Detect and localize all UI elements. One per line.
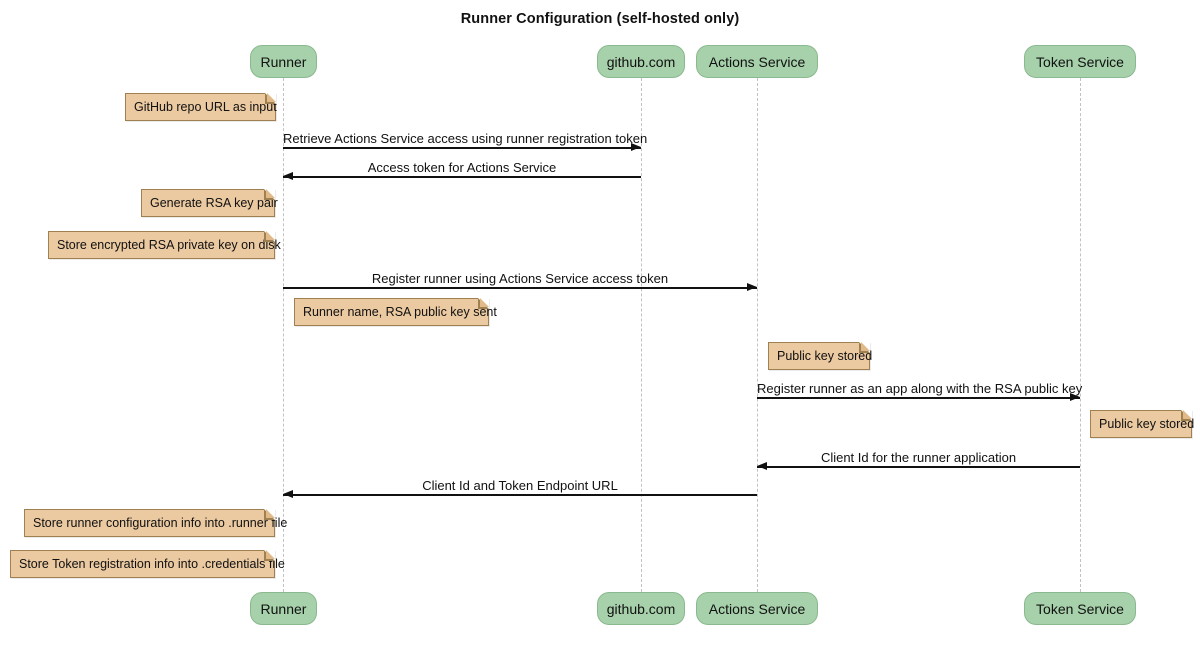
arrowhead-icon [1070, 393, 1080, 401]
participant-runner-bottom: Runner [250, 592, 317, 625]
message-label: Client Id and Token Endpoint URL [422, 478, 618, 493]
message-line [283, 176, 641, 178]
note-text: Public key stored [777, 349, 873, 363]
participant-github-bottom: github.com [597, 592, 685, 625]
lifeline-actions-service [757, 78, 758, 592]
note-store-private-key: Store encrypted RSA private key on disk [48, 231, 281, 259]
note-store-runner-file: Store runner configuration info into .ru… [24, 509, 287, 537]
note-store-credentials-file: Store Token registration info into .cred… [10, 550, 285, 578]
arrowhead-icon [757, 462, 767, 470]
note-public-key-stored-token: Public key stored [1090, 410, 1195, 438]
note-text: Public key stored [1099, 417, 1195, 431]
message-line [283, 494, 757, 496]
lifeline-github [641, 78, 642, 592]
arrowhead-icon [283, 172, 293, 180]
note-text: Runner name, RSA public key sent [303, 305, 497, 319]
participant-github-top: github.com [597, 45, 685, 78]
message-label: Client Id for the runner application [820, 450, 1017, 465]
participant-actions-service-bottom: Actions Service [696, 592, 818, 625]
message-line [757, 397, 1080, 399]
message-line [283, 287, 757, 289]
participant-token-service-bottom: Token Service [1024, 592, 1136, 625]
note-github-repo-url: GitHub repo URL as input [125, 93, 277, 121]
note-text: Store encrypted RSA private key on disk [57, 238, 281, 252]
note-text: Store runner configuration info into .ru… [33, 516, 288, 530]
participant-token-service-top: Token Service [1024, 45, 1136, 78]
arrowhead-icon [747, 283, 757, 291]
message-label: Retrieve Actions Service access using ru… [283, 131, 648, 146]
lifeline-runner [283, 78, 284, 592]
message-label: Access token for Actions Service [367, 160, 557, 175]
message-line [283, 147, 641, 149]
participant-actions-service-top: Actions Service [696, 45, 818, 78]
lifeline-token-service [1080, 78, 1081, 592]
note-text: GitHub repo URL as input [134, 100, 277, 114]
message-label: Register runner as an app along with the… [757, 381, 1083, 396]
participant-runner-top: Runner [250, 45, 317, 78]
message-label: Register runner using Actions Service ac… [371, 271, 669, 286]
note-text: Generate RSA key pair [150, 196, 278, 210]
note-runner-name-sent: Runner name, RSA public key sent [294, 298, 497, 326]
note-generate-rsa: Generate RSA key pair [141, 189, 278, 217]
note-text: Store Token registration info into .cred… [19, 557, 285, 571]
arrowhead-icon [631, 143, 641, 151]
note-public-key-stored-actions: Public key stored [768, 342, 873, 370]
diagram-title: Runner Configuration (self-hosted only) [460, 11, 740, 27]
message-line [757, 466, 1080, 468]
arrowhead-icon [283, 490, 293, 498]
